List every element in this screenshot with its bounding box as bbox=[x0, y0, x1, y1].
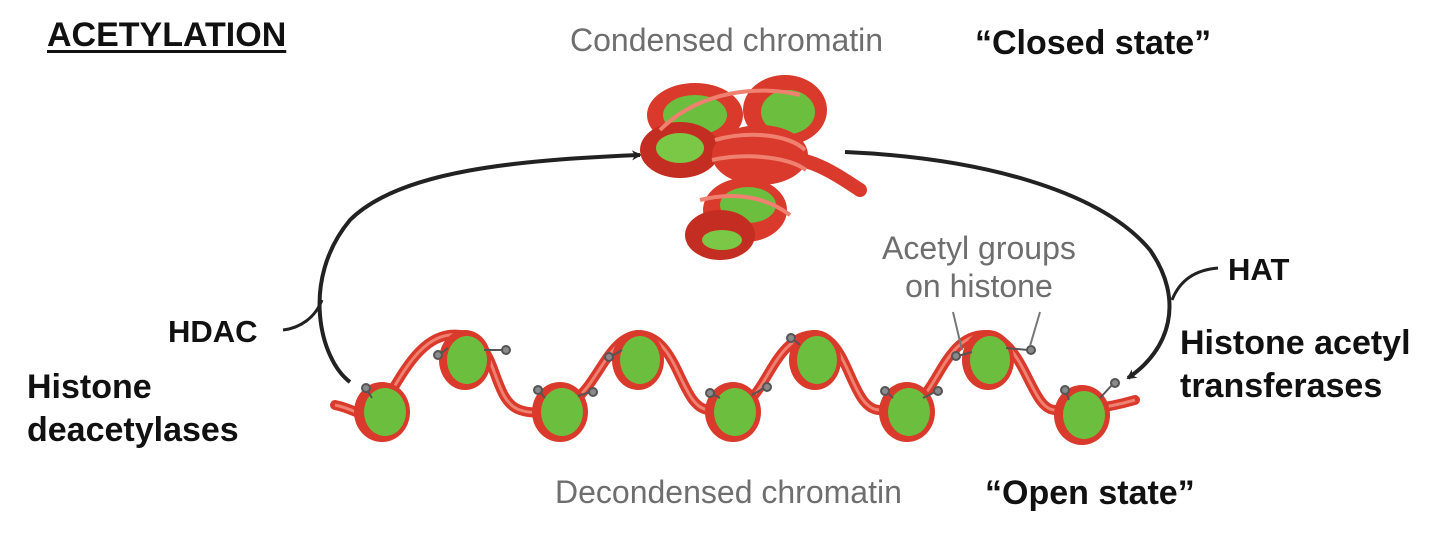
decondensed-chromatin-label: Decondensed chromatin bbox=[555, 474, 902, 510]
hat-full-name: Histone acetyl transferases bbox=[1180, 322, 1411, 408]
hat-label: HAT bbox=[1228, 252, 1290, 287]
nucleosome bbox=[612, 330, 664, 390]
acetyl-groups bbox=[361, 333, 1120, 401]
acetyl-label-line1: Acetyl groups bbox=[882, 230, 1076, 266]
page-title: ACETYLATION bbox=[47, 16, 287, 54]
hat-full-line2: transferases bbox=[1180, 367, 1383, 405]
open-state-label: “Open state” bbox=[985, 474, 1195, 512]
hat-leader bbox=[1170, 266, 1219, 301]
nucleosome bbox=[532, 382, 588, 442]
nucleosome bbox=[789, 330, 841, 390]
hdac-full-line1: Histone bbox=[27, 368, 152, 406]
nucleosome bbox=[354, 382, 410, 442]
acetyl-groups-label: Acetyl groups on histone bbox=[882, 229, 1076, 305]
nucleosome bbox=[439, 330, 491, 390]
condensed-chromatin-label: Condensed chromatin bbox=[570, 22, 884, 58]
hat-full-line1: Histone acetyl bbox=[1180, 324, 1411, 362]
hdac-leader bbox=[282, 299, 324, 332]
hdac-full-name: Histone deacetylases bbox=[27, 366, 239, 452]
acetyl-label-line2: on histone bbox=[905, 268, 1053, 304]
hdac-full-line2: deacetylases bbox=[27, 411, 239, 449]
hat-arrow bbox=[844, 150, 1172, 380]
hdac-arrow bbox=[317, 150, 642, 384]
hdac-label: HDAC bbox=[168, 314, 258, 349]
condensed-chromatin-cluster bbox=[640, 75, 867, 260]
closed-state-label: “Closed state” bbox=[975, 24, 1212, 62]
nucleosome bbox=[962, 330, 1014, 390]
decondensed-nucleosomes bbox=[354, 330, 1110, 445]
acetyl-leaders bbox=[952, 311, 1041, 351]
